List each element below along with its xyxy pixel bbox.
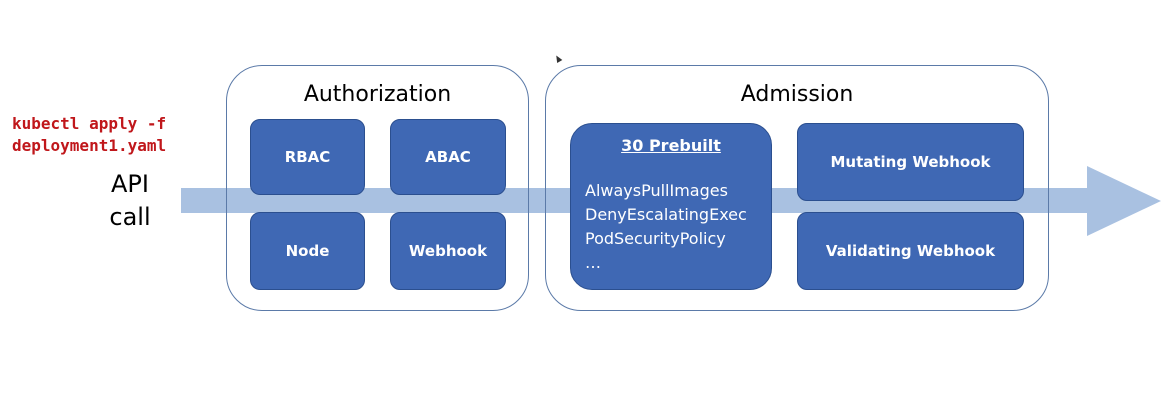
- api-call-line-2: call: [109, 203, 151, 231]
- mouse-cursor-icon: [553, 53, 563, 64]
- command-line-2: deployment1.yaml: [12, 136, 167, 155]
- api-call-label: API call: [100, 168, 160, 234]
- prebuilt-item: PodSecurityPolicy: [585, 229, 726, 248]
- prebuilt-item: AlwaysPullImages: [585, 181, 728, 200]
- prebuilt-controllers-tile: 30 Prebuilt AlwaysPullImages DenyEscalat…: [570, 123, 772, 290]
- prebuilt-list: AlwaysPullImages DenyEscalatingExec PodS…: [585, 179, 757, 275]
- abac-tile: ABAC: [390, 119, 506, 195]
- admission-title: Admission: [740, 82, 854, 107]
- prebuilt-item: DenyEscalatingExec: [585, 205, 747, 224]
- request-flow-arrow-head: [1087, 166, 1161, 236]
- command-line-1: kubectl apply -f: [12, 114, 167, 133]
- authorization-title: Authorization: [303, 82, 452, 107]
- mutating-webhook-tile: Mutating Webhook: [797, 123, 1024, 201]
- prebuilt-item: …: [585, 253, 601, 272]
- authz-webhook-tile: Webhook: [390, 212, 506, 290]
- rbac-tile: RBAC: [250, 119, 365, 195]
- node-tile: Node: [250, 212, 365, 290]
- command-text: kubectl apply -f deployment1.yaml: [12, 113, 166, 157]
- prebuilt-title: 30 Prebuilt: [621, 136, 721, 155]
- authorization-group: Authorization: [226, 65, 529, 311]
- admission-group: Admission: [545, 65, 1049, 311]
- validating-webhook-tile: Validating Webhook: [797, 212, 1024, 290]
- api-call-line-1: API: [111, 170, 149, 198]
